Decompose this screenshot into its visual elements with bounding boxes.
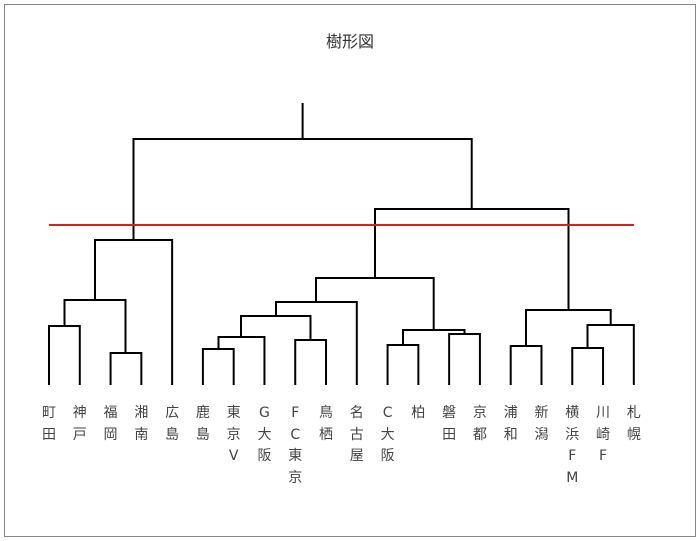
dendrogram-link [315,277,435,330]
leaf-label: 磐田 [442,405,457,443]
dendrogram-link [509,345,543,385]
dendrogram-link [525,309,612,346]
dendrogram-link [571,347,605,385]
dendrogram-link [109,352,143,385]
leaf-label: 新潟 [534,405,549,443]
dendrogram-link [586,324,635,385]
dendrogram-link [217,336,266,385]
dendrogram-link [201,348,235,385]
leaf-label: 神戸 [72,405,87,443]
leaf-label: 鹿島 [195,405,210,443]
dendrogram-link [294,339,328,385]
dendrogram-link [448,333,481,385]
dendrogram-link [386,344,420,385]
dendrogram-link [94,239,174,385]
leaf-label: 名古屋 [349,405,364,464]
leaf-label: 広島 [165,405,180,443]
leaf-label: 福岡 [103,405,118,443]
leaf-label: 柏 [411,405,426,421]
dendrogram-link [48,325,81,385]
dendrogram-link [402,329,466,345]
chart-frame [4,4,696,537]
dendrogram-link [275,301,358,385]
leaf-label: 鳥栖 [319,405,334,443]
chart-title: 樹形図 [325,32,374,51]
leaf-label: 札幌 [626,405,641,443]
leaf-label: 湘南 [134,405,149,443]
leaf-label: 町田 [42,405,56,443]
leaf-label: 京都 [472,405,487,443]
leaf-label: 浦和 [503,405,518,443]
